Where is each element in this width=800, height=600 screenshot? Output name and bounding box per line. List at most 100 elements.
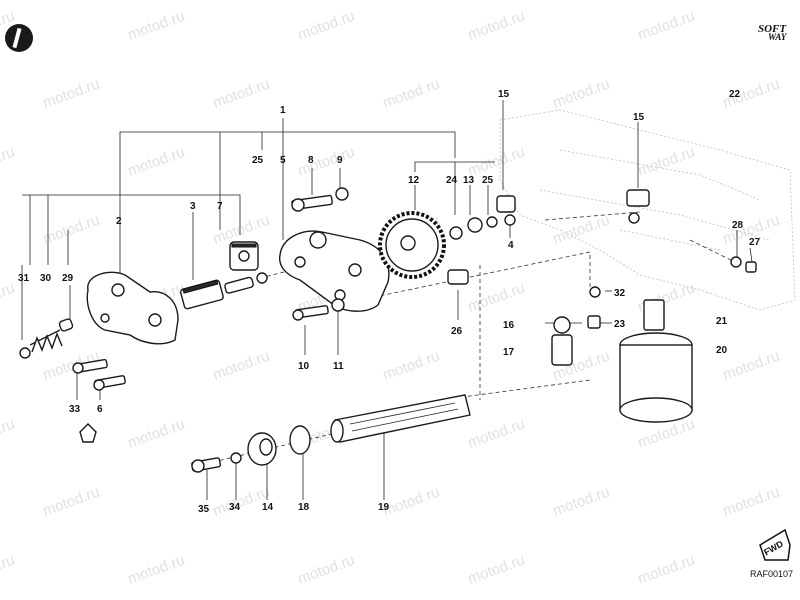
callout-15-right: 15 [633,112,645,123]
watermark-text: motod.ru [466,552,527,588]
callout-5: 5 [280,155,286,166]
callout-1: 1 [280,105,286,116]
oil-strainer-19 [330,394,471,443]
watermark-text: motod.ru [41,76,102,112]
brand-line2: WAY [768,32,788,42]
pump-body [278,230,390,312]
forward-direction-badge: FWD [759,528,791,561]
bolt-33 [72,358,108,374]
watermark-text: motod.ru [296,144,357,180]
watermark-text: motod.ru [636,552,697,588]
o-ring-4 [504,214,516,226]
watermark-text: motod.ru [636,144,697,180]
watermark-text: motod.ru [296,552,357,588]
bushing-15 [496,195,516,213]
bolt-35 [191,457,222,473]
callout-33: 33 [69,404,81,415]
watermark-text: motod.ru [551,76,612,112]
callout-27: 27 [749,237,761,248]
callout-25-right: 25 [482,175,494,186]
watermark-text: motod.ru [466,280,527,316]
watermark-text: motod.ru [381,484,442,520]
watermark-text: motod.ru [466,8,527,44]
washer-34 [230,452,242,464]
watermark-text: motod.ru [126,144,187,180]
filter-fitting-21 [643,299,665,331]
watermark-text: motod.ru [296,8,357,44]
watermark-text: motod.ru [381,76,442,112]
oil-filter-20 [619,332,693,423]
oil-pump-cover [86,271,179,345]
bushing-15-right [626,189,650,207]
watermark-text: motod.ru [211,348,272,384]
gasket-18 [289,425,311,455]
callout-24: 24 [446,175,458,186]
watermark-text: motod.ru [126,8,187,44]
callout-19: 19 [378,502,390,513]
sensor-16 [551,316,573,366]
reference-code: RAF00107 [750,569,793,579]
callout-labels: 1 2 3 4 5 6 7 8 9 10 11 12 13 14 15 15 1… [18,89,761,515]
oil-pump-gear [378,211,446,279]
leader-lines [21,100,753,500]
plug-23 [587,315,601,329]
washer-9 [335,187,349,201]
watermark-text: motod.ru [381,348,442,384]
callout-32: 32 [614,288,626,299]
callout-9: 9 [337,155,343,166]
watermark-text: motod.ru [211,76,272,112]
callout-35: 35 [198,504,210,515]
callout-20: 20 [716,345,728,356]
o-ring-small [256,272,268,284]
callout-21: 21 [716,316,728,327]
washer-32 [589,286,601,298]
callout-6: 6 [97,404,103,415]
brand-logo [5,24,33,52]
watermark-text: motod.ru [0,416,17,452]
callout-3: 3 [190,201,196,212]
brand-line1: SOFT [758,23,787,35]
callout-16: 16 [503,320,515,331]
watermark-text: motod.ru [0,280,17,316]
callout-2: 2 [116,216,122,227]
callout-14: 14 [262,502,274,513]
callout-10: 10 [298,361,310,372]
callout-18: 18 [298,502,310,513]
watermark-text: motod.ru [551,484,612,520]
watermark-text: motod.ru [721,484,782,520]
plug-27 [745,261,757,273]
callout-12: 12 [408,175,420,186]
callout-17: 17 [503,347,515,358]
callout-13: 13 [463,175,475,186]
o-ring-right [628,212,640,224]
engine-casing-outline [499,109,796,311]
callout-7: 7 [217,201,223,212]
washer-11 [331,298,345,312]
callout-15-left: 15 [498,89,510,100]
watermark-text: motod.ru [0,552,17,588]
callout-25-left: 25 [252,155,264,166]
pentagon-nut [79,423,97,443]
callout-31: 31 [18,273,30,284]
callout-26: 26 [451,326,463,337]
callout-30: 30 [40,273,52,284]
washer-24 [449,226,463,240]
callout-34: 34 [229,502,241,513]
drive-gear-shaft [179,276,254,310]
strainer-cap-14 [247,432,277,466]
watermark-text: motod.ru [126,552,187,588]
callout-4: 4 [508,240,514,251]
watermark-text: motod.ru [721,348,782,384]
bolt-8 [291,194,333,212]
bolt-10 [292,305,329,321]
watermark-text: motod.ru [0,144,17,180]
callout-29: 29 [62,273,74,284]
driven-gear [229,241,259,271]
callout-28: 28 [732,220,744,231]
watermark-text: motod.ru [636,8,697,44]
watermark-text: motod.ru [466,416,527,452]
callout-11: 11 [333,361,344,372]
callout-23: 23 [614,319,626,330]
washer-13 [467,217,483,233]
